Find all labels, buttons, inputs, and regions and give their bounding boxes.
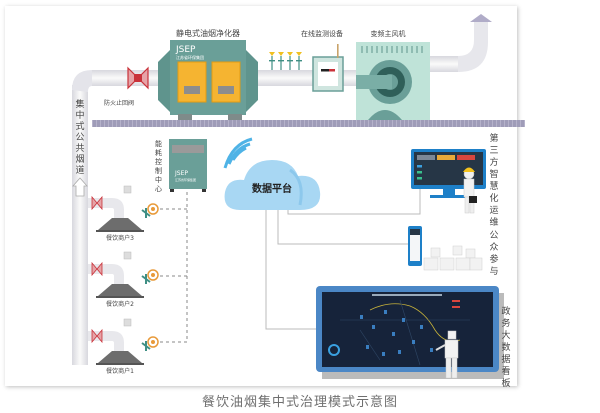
third-party-ops-label: 第三方智慧化运维 <box>489 134 499 228</box>
merchant-unit <box>88 185 159 232</box>
purifier-sub: 江苏省环保集团 <box>176 54 204 60</box>
platform-connector-lines <box>265 176 421 330</box>
merchant-unit <box>88 318 159 365</box>
sensor-icons <box>269 52 302 70</box>
energy-brand: JSEP <box>174 170 188 177</box>
online-monitor-device <box>312 44 344 92</box>
merchant-unit <box>88 251 159 298</box>
merchant-label: 餐饮商户3 <box>106 234 134 242</box>
purifier-brand: JSEP <box>175 45 196 55</box>
fire-valve-label: 防火止回阀 <box>104 99 134 107</box>
monitor-label: 在线监测设备 <box>301 29 343 38</box>
merchant-label: 餐饮商户2 <box>106 300 134 308</box>
energy-sub: 江苏省环保集团 <box>175 177 196 182</box>
energy-control-box <box>169 139 207 192</box>
support-rail <box>92 120 525 127</box>
public-crowd <box>423 245 483 271</box>
cloud-label: 数据平台 <box>252 182 292 195</box>
mobile-phone <box>408 226 422 266</box>
fire-valve-icon <box>127 66 149 90</box>
esp-purifier <box>158 40 258 120</box>
presenter-figure <box>435 330 459 379</box>
data-platform-cloud <box>224 160 321 210</box>
wireless-signal-icon <box>223 137 253 169</box>
flow-up-arrow-icon <box>72 177 88 197</box>
public-participation-label: 公众参与 <box>489 231 499 277</box>
purifier-label: 静电式油烟净化器 <box>176 28 240 38</box>
vfd-main-fan <box>356 42 430 120</box>
fan-label: 变频主风机 <box>371 29 406 38</box>
ops-monitor <box>411 149 486 198</box>
technician-figure <box>463 167 477 214</box>
gov-dashboard-screen <box>316 286 504 379</box>
gov-dashboard-label: 政务大数据看板 <box>501 307 511 389</box>
public-flue-label: 集中式公共烟道 <box>75 100 85 176</box>
figure-caption: 餐饮油烟集中式治理模式示意图 <box>201 395 398 410</box>
merchant-label: 餐饮商户1 <box>106 367 134 375</box>
energy-center-label: 能耗控制中心 <box>155 140 162 193</box>
merchant-signal-lines <box>160 192 188 343</box>
exhaust-pipe <box>430 14 492 72</box>
